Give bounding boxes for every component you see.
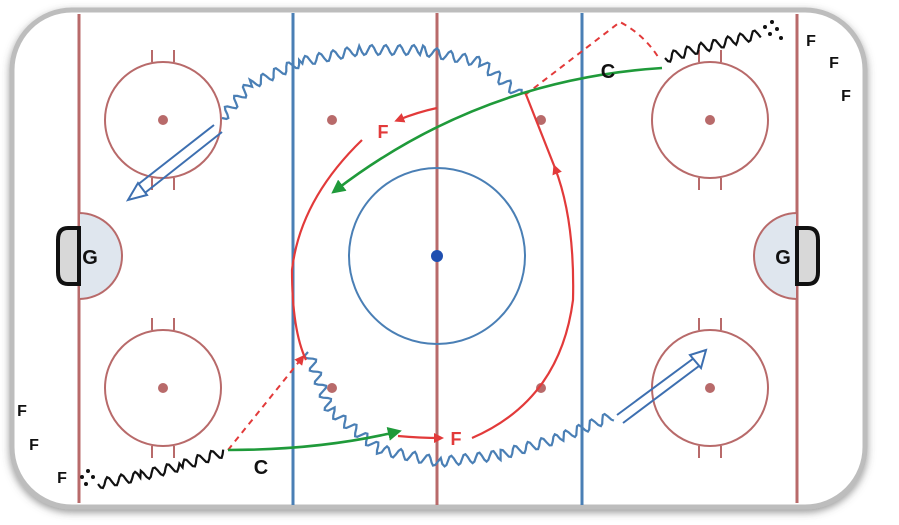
faceoff-circle-bottom-left [104,318,222,458]
puck-dots-top-right [763,20,783,40]
coach-top-label: C [601,61,615,83]
dashed-path-bottom [227,354,305,451]
coach-bottom-label: C [254,457,268,479]
shot-arrow-top-left [125,124,223,202]
forward-waiting-bl-1: F [17,403,27,420]
faceoff-dot-top-left [158,115,168,125]
neutral-dot-bottom-left [327,383,337,393]
neutral-dot-top-right [536,115,546,125]
net-left [56,226,81,286]
forward-waiting-bl-3: F [57,470,67,487]
pass-line-top [331,66,663,194]
skate-path-red-left-sweep [290,139,363,361]
crease-left [78,211,123,301]
forward-red-top: F [378,122,389,142]
forward-red-bottom: F [451,429,462,449]
skate-path-red-right-sweep [471,164,575,440]
skate-path-red-right-top [523,91,557,169]
goalie-left-label: G [82,247,98,269]
puck-carry-wave-bottom [303,351,615,468]
forward-waiting-bl-2: F [29,437,39,454]
net-right [795,226,820,286]
faceoff-dot-top-right [705,115,715,125]
coach-wave-top-right [664,29,762,63]
crease-right [753,211,798,301]
skate-path-red-top [394,106,438,123]
puck-dots-bottom-left [80,469,95,486]
center-circle [348,167,526,345]
shot-arrow-bottom-right [616,348,708,424]
faceoff-dot-bottom-left [158,383,168,393]
coach-wave-bottom-left [97,449,225,490]
forward-waiting-tr-3: F [841,88,851,105]
puck-carry-wave-top [221,42,523,121]
faceoff-dot-bottom-right [705,383,715,393]
faceoff-circle-top-right [651,50,769,190]
center-dot [431,250,443,262]
neutral-dot-top-left [327,115,337,125]
forward-waiting-tr-2: F [829,55,839,72]
dashed-path-top [524,20,661,96]
pass-line-bottom [227,427,402,452]
neutral-dot-bottom-right [536,383,546,393]
forward-waiting-tr-1: F [806,33,816,50]
goalie-right-label: G [775,247,791,269]
